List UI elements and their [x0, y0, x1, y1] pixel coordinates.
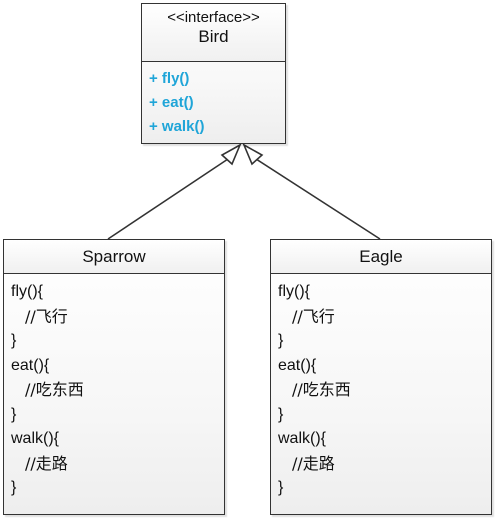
- eagle-realization-arrowhead: [242, 143, 264, 166]
- eagle-method-list: fly(){ //飞行 } eat(){ //吃东西 } walk(){ //走…: [271, 274, 491, 501]
- sparrow-line-walk-open: walk(){: [11, 430, 60, 447]
- bird-method-eat: + eat(): [149, 94, 194, 111]
- eagle-header: Eagle: [271, 240, 491, 274]
- eagle-line-fly-open: fly(){: [278, 283, 310, 300]
- sparrow-to-bird-connector: [107, 156, 232, 240]
- sparrow-class-box[interactable]: Sparrow fly(){ //飞行 } eat(){ //吃东西 } wal…: [3, 239, 225, 515]
- sparrow-class-name: Sparrow: [82, 247, 146, 266]
- bird-class-name: Bird: [198, 27, 229, 46]
- sparrow-line-fly-comment: //飞行: [25, 306, 68, 326]
- eagle-line-eat-open: eat(){: [278, 356, 317, 374]
- eagle-line-fly-comment: //飞行: [292, 306, 335, 326]
- bird-method-walk: + walk(): [149, 118, 205, 135]
- sparrow-method-list: fly(){ //飞行 } eat(){ //吃东西 } walk(){ //走…: [4, 274, 224, 501]
- bird-stereotype: <<interface>>: [167, 9, 260, 26]
- eagle-line-fly-close: }: [278, 332, 284, 349]
- sparrow-line-fly-open: fly(){: [11, 283, 43, 300]
- sparrow-line-eat-comment: //吃东西: [25, 380, 84, 399]
- sparrow-line-fly-close: }: [11, 332, 17, 349]
- eagle-line-eat-comment: //吃东西: [292, 380, 351, 399]
- bird-interface-box[interactable]: <<interface>> Bird + fly() + eat() + wal…: [141, 3, 286, 144]
- sparrow-line-eat-close: }: [11, 405, 17, 423]
- bird-method-list: + fly() + eat() + walk(): [142, 62, 285, 139]
- sparrow-line-walk-close: }: [11, 479, 17, 496]
- sparrow-line-eat-open: eat(){: [11, 356, 50, 374]
- bird-header: <<interface>> Bird: [142, 4, 285, 62]
- eagle-line-walk-close: }: [278, 479, 284, 496]
- bird-method-fly: + fly(): [149, 70, 190, 87]
- eagle-line-walk-comment: //走路: [292, 453, 335, 473]
- eagle-line-walk-open: walk(){: [278, 430, 327, 447]
- eagle-to-bird-connector: [252, 156, 381, 240]
- eagle-class-box[interactable]: Eagle fly(){ //飞行 } eat(){ //吃东西 } walk(…: [270, 239, 492, 515]
- eagle-line-eat-close: }: [278, 405, 284, 423]
- sparrow-line-walk-comment: //走路: [25, 453, 68, 473]
- sparrow-header: Sparrow: [4, 240, 224, 274]
- sparrow-realization-arrowhead: [220, 143, 242, 166]
- eagle-class-name: Eagle: [359, 247, 403, 266]
